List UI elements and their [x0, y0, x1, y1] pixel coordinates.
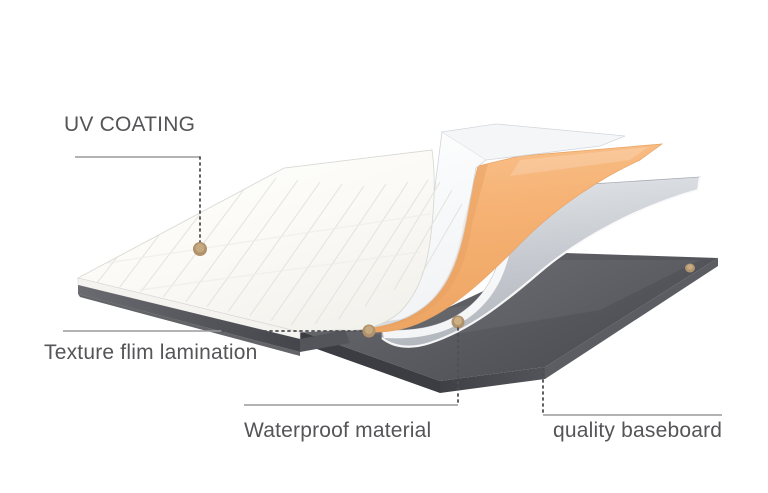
label-waterproof-material: Waterproof material — [244, 419, 432, 442]
label-uv-coating: UV COATING — [64, 113, 196, 136]
label-texture-film-lamination: Texture flim lamination — [44, 341, 258, 364]
label-quality-baseboard: quality baseboard — [553, 419, 723, 442]
layer-grey-underlayer — [381, 176, 702, 348]
leader-lines — [63, 156, 722, 416]
